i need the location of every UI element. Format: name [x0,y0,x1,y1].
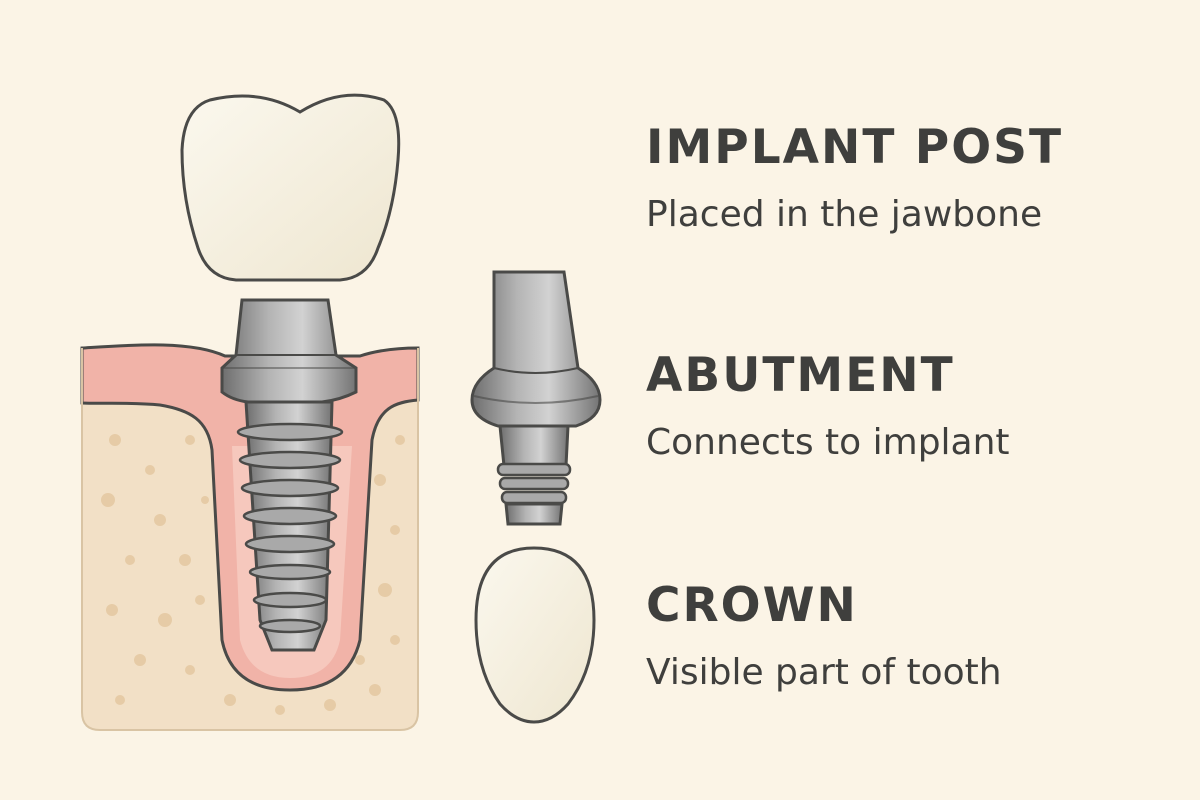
implant-abutment-top [220,298,358,404]
abutment-title: ABUTMENT [646,348,955,403]
implant-threads [236,422,344,634]
abutment-description: Connects to implant [646,422,1010,463]
crown-description: Visible part of tooth [646,652,1002,693]
implant-post-description: Placed in the jawbone [646,194,1043,235]
abutment-label: ABUTMENT Connects to implant [646,352,1010,461]
implant-post-label: IMPLANT POST Placed in the jawbone [646,124,1063,233]
bone-texture [101,434,405,715]
molar-crown [180,93,401,282]
abutment-part [470,270,602,526]
implant-post-title: IMPLANT POST [646,120,1064,175]
crown-label: CROWN Visible part of tooth [646,582,1002,691]
crown-title: CROWN [646,578,858,633]
implant-post [220,298,358,652]
crown-part [474,546,596,724]
